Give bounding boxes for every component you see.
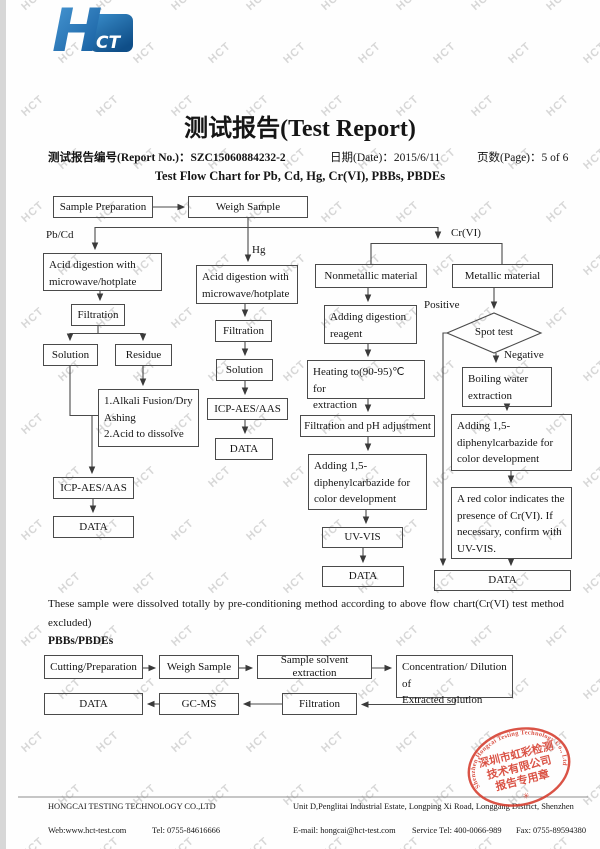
report-date: 日期(Date)：2015/6/11 [330, 152, 441, 164]
flow-box-data-hg: DATA [215, 438, 273, 460]
flow-box-solution-hg: Solution [216, 359, 273, 381]
flow-box-adding-digestion-reagent: Adding digestion reagent [324, 305, 417, 344]
logo-h: H [52, 0, 103, 66]
flow-box-red-color-note: A red color indicates the presence of Cr… [451, 487, 572, 559]
flow-box-acid-digestion-pbcd: Acid digestion with microwave/hotplate [43, 253, 162, 291]
label-pbcd: Pb/Cd [46, 229, 74, 241]
flow-box-data-crvi: DATA [434, 570, 571, 591]
flow-box-boiling-water: Boiling water extraction [462, 367, 552, 407]
flow-box-alkali-fusion: 1.Alkali Fusion/Dry Ashing 2.Acid to dis… [98, 389, 199, 447]
flow-box-heating-extraction: Heating to(90-95)℃ for extraction [307, 360, 425, 411]
pbbs-box-cutting: Cutting/Preparation [44, 655, 143, 679]
label-negative: Negative [504, 349, 544, 361]
report-info-row: 测试报告编号(Report No.)：SZC15060884232-2 日期(D… [0, 149, 600, 167]
flow-box-sample-preparation: Sample Preparation [53, 196, 153, 218]
footer-company: HONGCAI TESTING TECHNOLOGY CO.,LTD [48, 802, 216, 811]
logo-square [90, 14, 133, 52]
seal-ring [467, 727, 571, 807]
flow-box-acid-digestion-hg: Acid digestion with microwave/hotplate [196, 265, 298, 304]
flow-box-icp-pbcd: ICP-AES/AAS [53, 477, 134, 499]
pbbs-box-data: DATA [44, 693, 143, 715]
flow-box-dpc-nonmetallic: Adding 1,5- diphenylcarbazide for color … [308, 454, 427, 510]
pbbs-box-concentration: Concentration/ Dilution of Extracted sol… [396, 655, 513, 706]
hct-logo: H CT [52, 0, 147, 80]
footer-tel: Tel: 0755-84616666 [152, 826, 221, 835]
flow-box-filtration-ph: Filtration and pH adjustment [300, 415, 435, 437]
flow-box-spot-test: Spot test [474, 326, 514, 338]
flowchart-note: These sample were dissolved totally by p… [48, 598, 564, 629]
label-hg: Hg [252, 244, 266, 256]
flow-box-dpc-metallic: Adding 1,5- diphenylcarbazide for color … [451, 414, 572, 471]
flow-box-residue: Residue [115, 344, 172, 366]
flow-box-nonmetallic-material: Nonmetallic material [315, 264, 427, 288]
page-title: 测试报告(Test Report) [184, 116, 416, 142]
footer-fax: Fax: 0755-89594380 [516, 826, 587, 835]
flow-box-filtration-pbcd: Filtration [71, 304, 125, 326]
footer-email: E-mail: hongcai@hct-test.com [293, 826, 396, 835]
pbbs-box-filtration: Filtration [282, 693, 357, 715]
footer-service-tel: Service Tel: 400-0066-989 [412, 826, 502, 835]
flow-box-data-pbcd: DATA [53, 516, 134, 538]
spot-test-diamond [445, 312, 543, 354]
pbbs-box-weigh-sample: Weigh Sample [159, 655, 239, 679]
flow-chart-title: Test Flow Chart for Pb, Cd, Hg, Cr(VI), … [154, 169, 446, 183]
company-seal: Shenzhen Hongcai Testing Technology Co.,… [462, 719, 571, 807]
flow-box-uv-vis: UV-VIS [322, 527, 403, 548]
flow-box-data-nonmetallic: DATA [322, 566, 404, 587]
flow-box-solution-pbcd: Solution [43, 344, 98, 366]
pbbs-section-title: PBBs/PBDEs [48, 635, 114, 647]
scan-edge [0, 0, 6, 849]
flow-box-icp-hg: ICP-AES/AAS [207, 398, 288, 420]
report-no: 测试报告编号(Report No.)：SZC15060884232-2 [48, 152, 286, 164]
seal-star-icon: ✳ [522, 791, 531, 801]
flow-box-filtration-hg: Filtration [215, 320, 272, 342]
pbbs-box-gcms: GC-MS [159, 693, 239, 715]
footer-web: Web:www.hct-test.com [48, 826, 127, 835]
flow-box-weigh-sample: Weigh Sample [188, 196, 308, 218]
label-positive: Positive [424, 299, 460, 311]
pbbs-box-solvent-extraction: Sample solvent extraction [257, 654, 372, 679]
logo-ct: CT [96, 33, 121, 53]
report-page: 页数(Page)：5 of 6 [477, 152, 569, 164]
label-crvi: Cr(VI) [451, 227, 481, 239]
flow-box-metallic-material: Metallic material [452, 264, 553, 288]
footer-address: Unit D,Penglitai Industrial Estate, Long… [293, 802, 574, 811]
